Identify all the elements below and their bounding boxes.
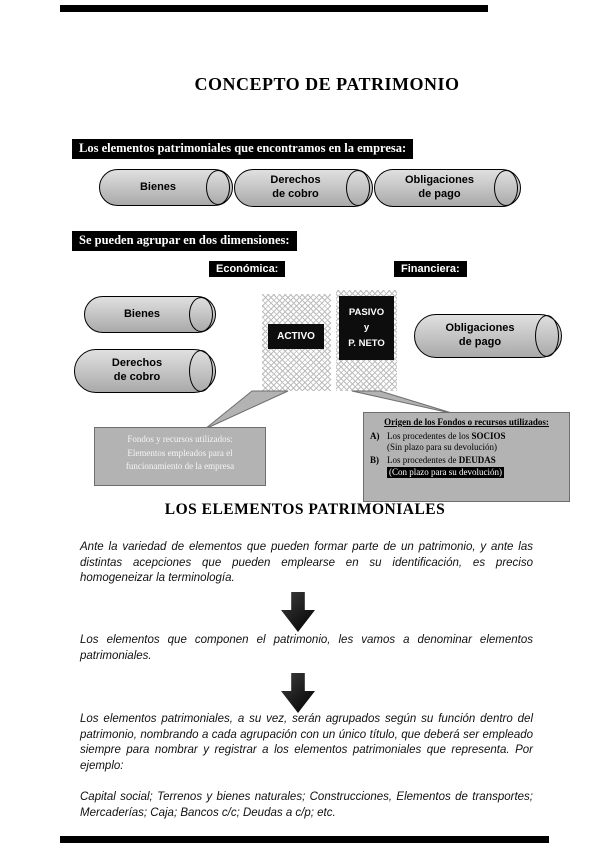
paragraph-agrupacion: Los elementos patrimoniales, a su vez, s… (80, 713, 533, 772)
paragraph-intro: Ante la variedad de elementos que pueden… (80, 541, 533, 584)
cylinder-bienes-diagram-label: Bienes (123, 307, 161, 320)
box-activo-label: ACTIVO (277, 331, 315, 342)
callout-left-line2: Elementos empleados para el (127, 447, 233, 458)
arrow-down-icon (281, 592, 315, 632)
bottom-rule (60, 836, 549, 843)
page-title: CONCEPTO DE PATRIMONIO (194, 74, 460, 94)
cylinder-derechos-diagram: Derechos de cobro (74, 349, 216, 393)
arrow-down-icon-2 (281, 673, 315, 713)
item-b-bold: DEUDAS (458, 455, 496, 466)
callout-origen-fondos: Origen de los Fondos o recursos utilizad… (363, 412, 570, 502)
box-pasivo-line2: y (363, 322, 370, 334)
cylinder-obligaciones-pago-label: Obligaciones de pago (404, 174, 475, 200)
cylinder-bienes: Bienes (99, 169, 233, 206)
item-a-bold: SOCIOS (471, 430, 506, 441)
callout-left-line1: Fondos y recursos utilizados: (127, 434, 233, 444)
callout-right-item-b: B) Los procedentes de DEUDAS (Con plazo … (370, 455, 563, 479)
callout-tail-right (351, 390, 456, 415)
callout-right-title: Origen de los Fondos o recursos utilizad… (384, 417, 549, 427)
cylinder-derechos-cobro-label: Derechos de cobro (270, 174, 321, 200)
cylinder-obligaciones-diagram: Obligaciones de pago (414, 314, 562, 358)
banner-dos-dimensiones: Se pueden agrupar en dos dimensiones: (72, 231, 297, 251)
item-b-content: Los procedentes de DEUDAS (Con plazo par… (387, 455, 504, 479)
item-a-content: Los procedentes de los SOCIOS (Sin plazo… (387, 431, 506, 454)
callout-fondos-utilizados: Fondos y recursos utilizados: Elementos … (94, 427, 266, 486)
callout-tail-left (204, 390, 289, 430)
item-a-label: A) (370, 430, 380, 441)
callout-right-item-a: A) Los procedentes de los SOCIOS (Sin pl… (370, 431, 563, 454)
item-a-note: (Sin plazo para su devolución) (387, 442, 497, 453)
top-rule (60, 5, 488, 12)
cylinder-derechos-cobro: Derechos de cobro (234, 169, 373, 207)
cylinder-obligaciones-pago: Obligaciones de pago (374, 169, 521, 207)
cylinder-bienes-diagram: Bienes (84, 296, 216, 333)
label-economica: Económica: (209, 261, 286, 277)
cylinder-bienes-label: Bienes (139, 180, 177, 193)
box-activo: ACTIVO (268, 324, 324, 349)
paragraph-denominacion: Los elementos que componen el patrimonio… (80, 634, 533, 662)
label-financiera: Financiera: (394, 261, 467, 277)
box-pasivo-line3: P. NETO (348, 337, 385, 349)
box-pasivo: PASIVO y P. NETO (339, 296, 394, 360)
cylinder-obligaciones-diagram-label: Obligaciones de pago (445, 322, 515, 348)
paragraph-ejemplos: Capital social; Terrenos y bienes natura… (80, 791, 533, 819)
callout-left-line3: funcionamiento de la empresa (125, 461, 235, 471)
section-title: LOS ELEMENTOS PATRIMONIALES (164, 501, 446, 518)
banner-elementos-empresa: Los elementos patrimoniales que encontra… (72, 139, 414, 159)
item-b-note: (Con plazo para su devolución) (387, 466, 504, 479)
item-a-text: Los procedentes de los (387, 430, 472, 441)
item-b-label: B) (370, 455, 379, 466)
item-b-text: Los procedentes de (387, 455, 459, 466)
cylinder-derechos-diagram-label: Derechos de cobro (111, 357, 163, 383)
box-pasivo-line1: PASIVO (348, 307, 385, 319)
